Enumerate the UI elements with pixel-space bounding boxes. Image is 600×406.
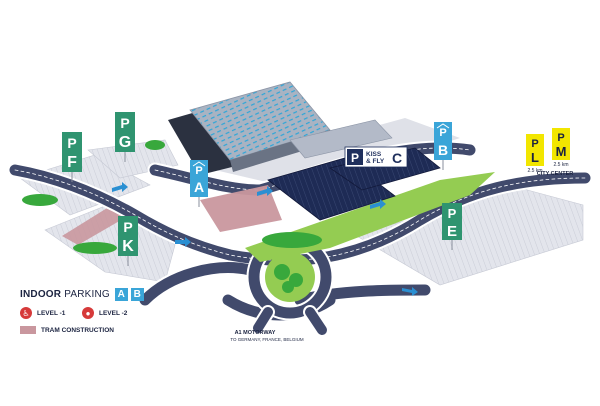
arrow-icon bbox=[257, 186, 273, 196]
parking-sign-b[interactable]: P B bbox=[434, 122, 452, 160]
legend-item-label: LEVEL -1 bbox=[37, 309, 66, 317]
distance-label: 2.5 km bbox=[553, 162, 568, 168]
indoor-parking-badge-a: A bbox=[114, 287, 128, 301]
tree-cluster bbox=[282, 281, 294, 293]
legend-item-label: TRAM CONSTRUCTION bbox=[41, 326, 114, 334]
terminal-building bbox=[168, 81, 393, 175]
arrow-icon bbox=[370, 199, 386, 209]
parking-sign-letter: L bbox=[531, 150, 539, 165]
kiss-fly-line-1: KISS bbox=[366, 151, 382, 158]
parking-sign-k[interactable]: P K bbox=[118, 216, 138, 256]
distance-label: 2.5 km bbox=[527, 168, 542, 174]
parking-sign-g[interactable]: P G bbox=[115, 112, 135, 152]
tree-row bbox=[73, 242, 117, 254]
legend-item-level-2: ● LEVEL -2 bbox=[82, 307, 127, 319]
indoor-parking-badge-b: B bbox=[130, 287, 144, 301]
tree-cluster bbox=[274, 264, 290, 280]
remote-parking-sign-m[interactable]: P M 2.5 km bbox=[552, 128, 570, 168]
tree-row bbox=[22, 194, 58, 206]
kiss-fly-letter: C bbox=[392, 150, 402, 166]
city-center-label: CITY CENTER bbox=[537, 171, 574, 177]
parking-sign-a[interactable]: P A bbox=[190, 160, 208, 197]
parking-sign-letter: E bbox=[447, 223, 457, 240]
terminal-side-wall bbox=[168, 108, 240, 175]
legend-item-level-1: ♿ LEVEL -1 bbox=[20, 307, 65, 319]
legend-item-label: LEVEL -2 bbox=[99, 309, 128, 317]
construction-swatch bbox=[20, 326, 36, 334]
green-areas bbox=[22, 140, 495, 302]
parking-icon: P bbox=[531, 138, 538, 150]
parking-icon: P bbox=[557, 132, 564, 144]
arrow-icon bbox=[175, 237, 191, 247]
traffic-arrows bbox=[112, 182, 418, 296]
parking-sign-letter: M bbox=[556, 144, 567, 159]
arrow-icon bbox=[402, 287, 418, 296]
tree-row bbox=[262, 232, 322, 248]
covered-parking-icon: P bbox=[195, 165, 202, 177]
terminal-wing bbox=[289, 119, 393, 159]
kiss-and-fly-sign-c[interactable]: P KISS & FLY C bbox=[344, 146, 408, 168]
parking-sign-letter: A bbox=[194, 179, 204, 195]
legend-title-light: PARKING bbox=[64, 288, 110, 300]
arrow-icon bbox=[112, 182, 128, 192]
family-icon: ● bbox=[82, 307, 94, 319]
indoor-parking-structures bbox=[200, 147, 441, 232]
parking-icon: P bbox=[67, 135, 76, 151]
parking-sign-letter: G bbox=[119, 134, 131, 151]
covered-parking-icon: P bbox=[439, 127, 446, 139]
remote-parking-sign-l[interactable]: P L 2.5 km bbox=[526, 134, 544, 174]
parking-sign-f[interactable]: P F bbox=[62, 132, 82, 172]
parking-icon: P bbox=[448, 206, 457, 221]
parking-sign-e[interactable]: P E bbox=[442, 203, 462, 240]
kiss-fly-line-2: & FLY bbox=[366, 158, 385, 165]
legend-item-tram-construction: TRAM CONSTRUCTION bbox=[20, 326, 114, 334]
tram-construction-area-center bbox=[200, 185, 282, 232]
parking-icon: P bbox=[351, 151, 359, 165]
motorway-sub-label: TO GERMANY, FRANCE, BELGIUM bbox=[230, 337, 304, 342]
terminal-apron bbox=[215, 118, 460, 190]
parking-icon: P bbox=[123, 219, 132, 235]
accessible-icon: ♿ bbox=[20, 307, 32, 319]
parking-sign-letter: K bbox=[122, 238, 134, 255]
motorway-label: A1 MOTORWAY bbox=[235, 330, 276, 336]
legend-title: INDOOR PARKING A B bbox=[20, 286, 144, 302]
map-legend: INDOOR PARKING A B ♿ LEVEL -1 ● LEVEL -2… bbox=[20, 286, 210, 346]
parking-sign-letter: F bbox=[67, 154, 77, 171]
legend-title-strong: INDOOR bbox=[20, 288, 62, 300]
sign-poles bbox=[71, 152, 453, 266]
parking-icon: P bbox=[120, 115, 129, 131]
tree-row bbox=[145, 140, 165, 150]
parking-sign-letter: B bbox=[438, 142, 448, 158]
